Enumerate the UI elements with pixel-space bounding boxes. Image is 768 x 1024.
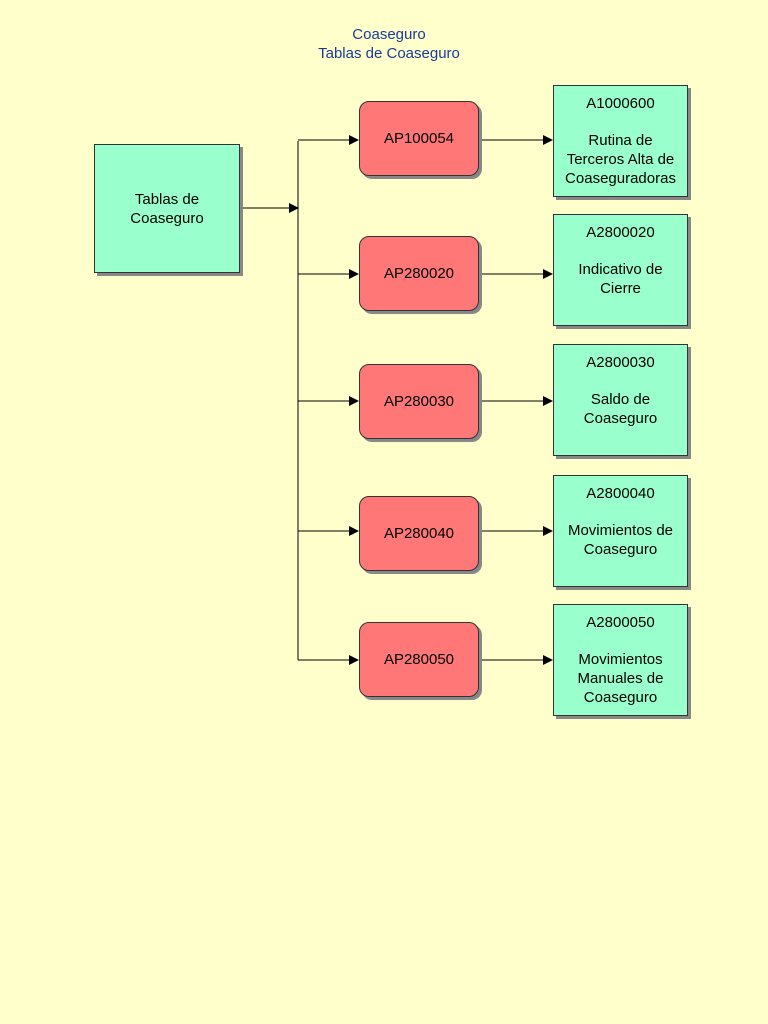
program-node[interactable]: AP280020: [359, 236, 479, 311]
program-node[interactable]: AP100054: [359, 101, 479, 176]
program-code: AP100054: [383, 130, 455, 147]
program-node[interactable]: AP280040: [359, 496, 479, 571]
target-description: Rutina de Terceros Alta de Coaseguradora…: [565, 132, 676, 187]
target-description: Movimientos Manuales de Coaseguro: [577, 651, 664, 706]
target-description: Indicativo de Cierre: [578, 261, 663, 297]
target-code: A2800030: [586, 354, 655, 371]
target-code: A2800050: [586, 614, 655, 631]
target-code: A2800020: [586, 224, 655, 241]
program-node[interactable]: AP280050: [359, 622, 479, 697]
target-description: Saldo de Coaseguro: [583, 391, 658, 427]
program-node[interactable]: AP280030: [359, 364, 479, 439]
target-description: Movimientos de Coaseguro: [567, 522, 674, 558]
root-connector: [240, 141, 299, 660]
root-node[interactable]: Tablas de Coaseguro: [94, 144, 240, 273]
program-code: AP280020: [383, 265, 455, 282]
diagram-title: Coaseguro: [352, 26, 426, 43]
target-code: A2800040: [586, 485, 655, 502]
program-code: AP280050: [383, 651, 455, 668]
diagram-subtitle: Tablas de Coaseguro: [318, 45, 460, 62]
program-code: AP280040: [383, 525, 455, 542]
program-code: AP280030: [383, 393, 455, 410]
root-node-label: Tablas de Coaseguro: [130, 190, 204, 227]
target-code: A1000600: [586, 95, 655, 112]
